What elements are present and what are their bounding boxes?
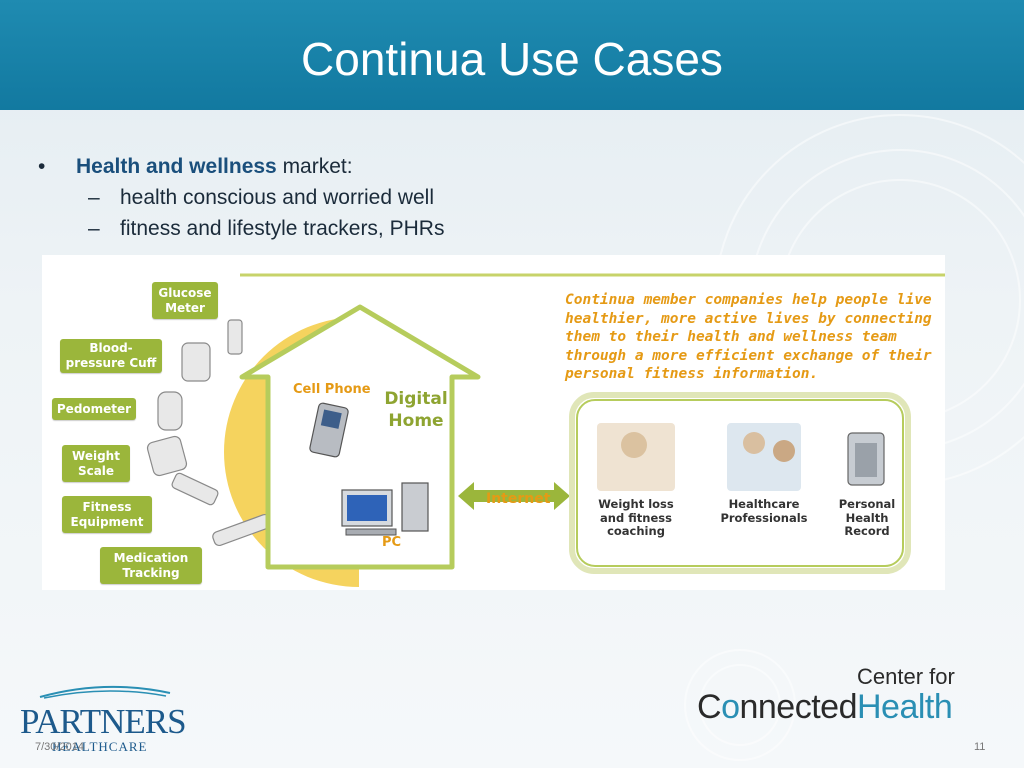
pedometer-icon xyxy=(157,391,183,431)
sub-bullet-text: fitness and lifestyle trackers, PHRs xyxy=(120,217,445,240)
continua-statement: Continua member companies help people li… xyxy=(565,292,932,382)
glucose-meter-icon xyxy=(227,319,243,355)
internet-arrow xyxy=(458,482,570,510)
card-personal-health-record: Personal Health Record xyxy=(838,497,896,538)
cell-phone-icon xyxy=(309,402,349,458)
bullet-main: • Health and wellness market: xyxy=(36,152,444,182)
weight-scale-icon xyxy=(146,435,188,477)
bullet-dot: • xyxy=(38,155,46,178)
tag-medication-tracking: Medication Tracking xyxy=(100,547,202,584)
internet-label: Internet xyxy=(486,491,551,507)
cch-health: Health xyxy=(856,688,953,726)
bullet-main-rest: market: xyxy=(276,155,353,178)
bullet-list: • Health and wellness market: – health c… xyxy=(36,152,444,244)
bullet-dash: – xyxy=(88,186,100,209)
title-bar xyxy=(0,0,1024,110)
page-number: 11 xyxy=(974,741,986,753)
tag-glucose-meter: Glucose Meter xyxy=(152,282,218,319)
partners-name: PARTNERS xyxy=(20,702,187,741)
partners-logo-swoosh xyxy=(39,685,171,699)
sub-bullet-text: health conscious and worried well xyxy=(120,186,435,209)
blood-pressure-cuff-icon xyxy=(181,342,211,382)
card-healthcare-professionals: Healthcare Professionals xyxy=(720,497,808,525)
slide-date: 7/30/2014 xyxy=(35,741,84,753)
cch-c: C xyxy=(697,688,722,726)
cch-nnected: nnected xyxy=(739,688,857,726)
cch-o-ring: o xyxy=(721,688,740,726)
tag-pedometer: Pedometer xyxy=(52,398,136,420)
bullet-main-bold: Health and wellness xyxy=(76,155,277,178)
bullet-dash: – xyxy=(88,217,100,240)
professionals-photo-figure xyxy=(743,432,765,454)
professionals-photo-figure xyxy=(773,440,795,462)
record-server-icon xyxy=(847,432,885,486)
fitness-equipment-icon xyxy=(171,472,219,506)
cell-phone-label: Cell Phone xyxy=(293,382,371,397)
digital-home-label: Digital Home xyxy=(384,389,448,431)
cch-center-for: Center for xyxy=(857,664,955,689)
tag-weight-scale: Weight Scale xyxy=(62,445,130,482)
connected-health-logo: ConnectedHealth xyxy=(697,688,953,727)
continua-diagram: Glucose Meter Blood-pressure Cuff Pedome… xyxy=(42,255,945,590)
slide-title: Continua Use Cases xyxy=(301,33,723,85)
partners-sub: HEALTHCARE xyxy=(52,739,148,754)
partners-healthcare-logo: PARTNERS HEALTHCARE xyxy=(20,683,190,754)
tag-fitness-equipment: Fitness Equipment xyxy=(62,496,152,533)
health-team-panel-inner xyxy=(576,399,904,567)
pc-icon xyxy=(341,482,429,536)
card-weight-loss-coaching: Weight loss and fitness coaching xyxy=(598,497,674,538)
coaching-photo-figure xyxy=(621,432,647,458)
tag-blood-pressure-cuff: Blood-pressure Cuff xyxy=(60,339,162,373)
sub-bullet: – fitness and lifestyle trackers, PHRs xyxy=(36,213,444,244)
pc-label: PC xyxy=(382,535,402,550)
sub-bullet: – health conscious and worried well xyxy=(36,182,444,213)
diagram-graphics xyxy=(146,273,945,587)
